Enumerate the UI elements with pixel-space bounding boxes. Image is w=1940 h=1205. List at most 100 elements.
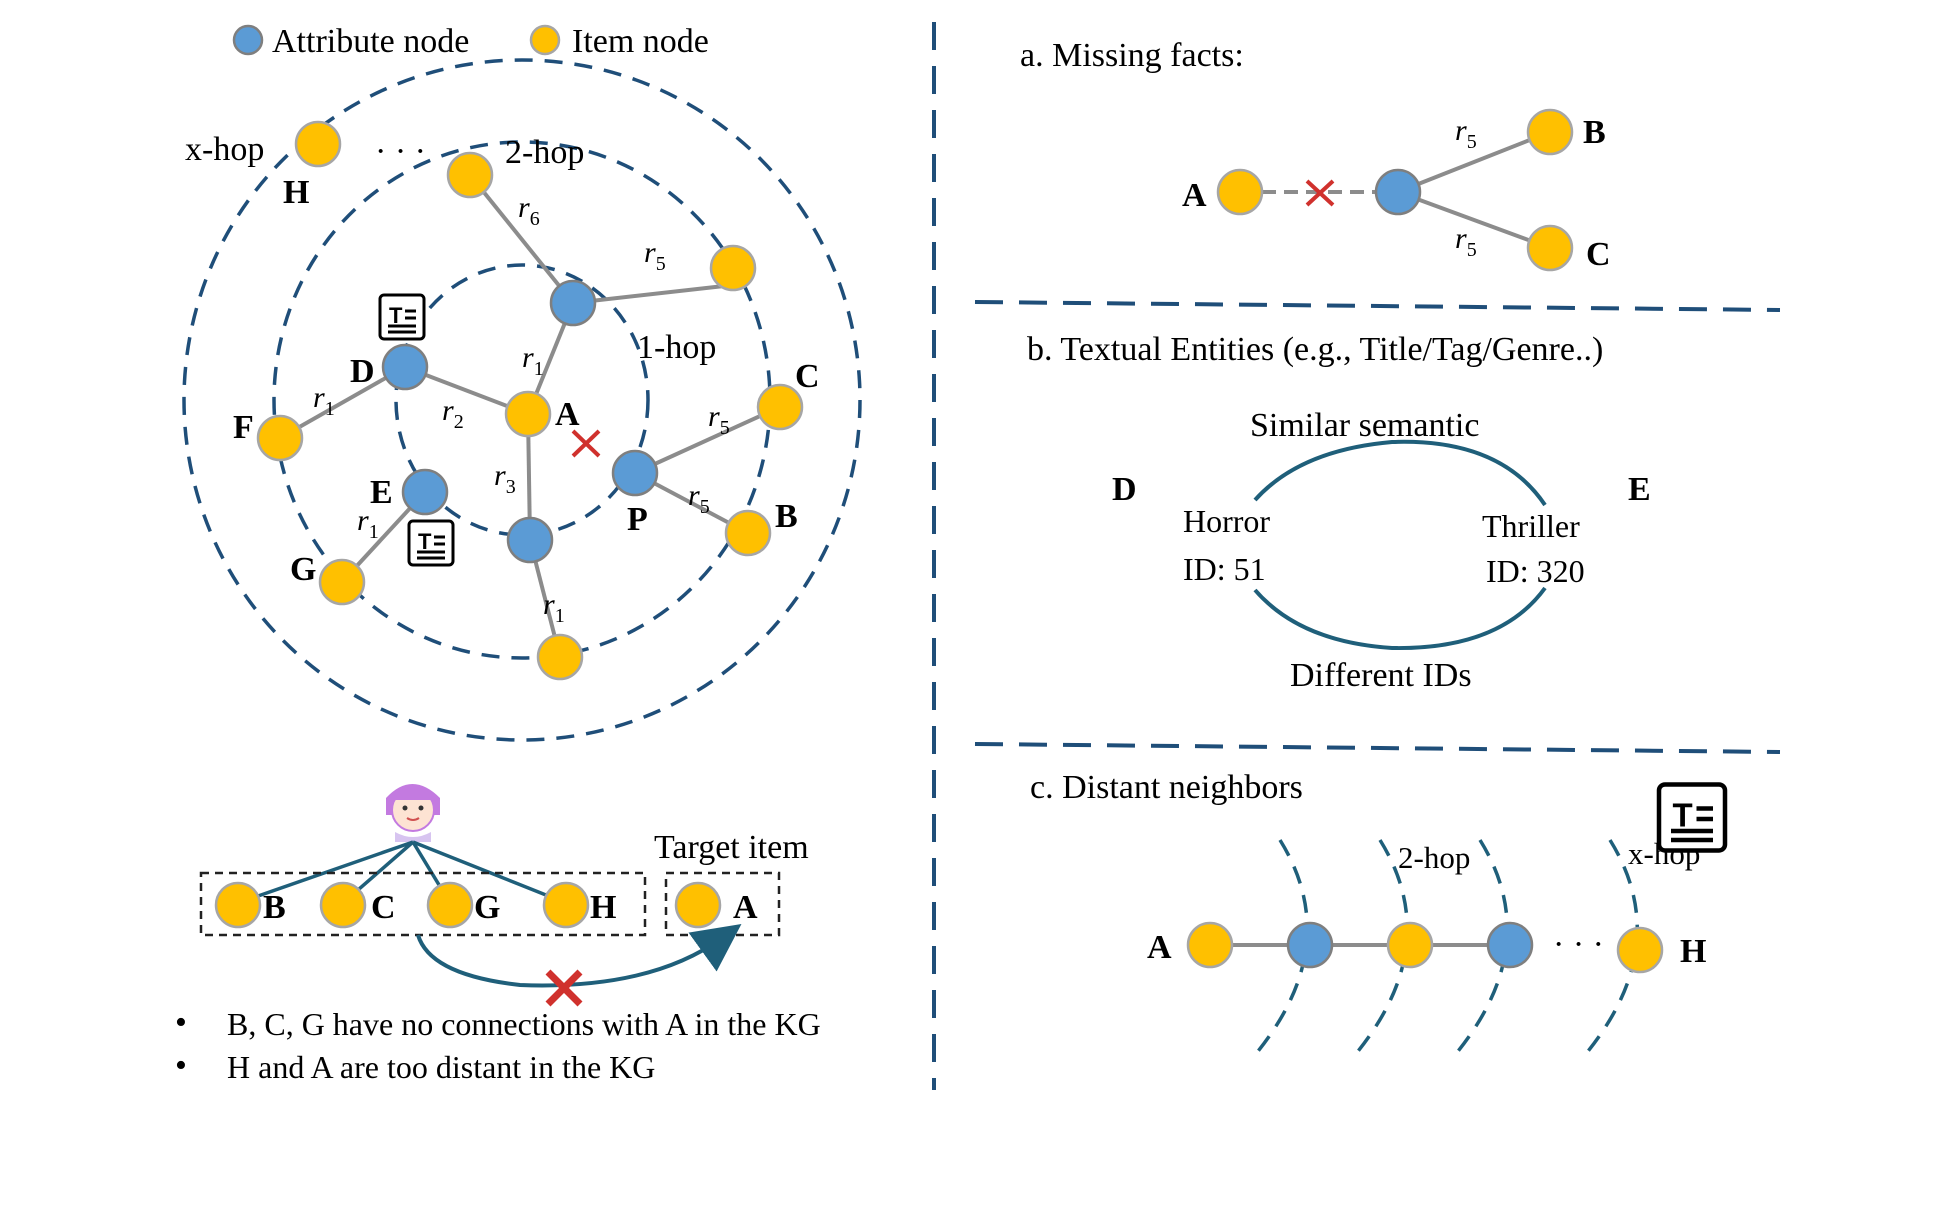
entity-e-genre: Thriller <box>1482 508 1580 544</box>
text-document-icon <box>407 519 455 567</box>
user-avatar-icon <box>386 784 440 842</box>
node-label-e: E <box>370 474 393 511</box>
relation-label: r1 <box>522 341 544 380</box>
bullet-icon: • <box>175 1047 187 1084</box>
panel-c-ellipsis: · · · <box>1553 926 1604 963</box>
hop-label-x: x-hop <box>185 131 264 168</box>
edge-r1-f <box>279 365 406 440</box>
panel-distant-neighbors: c. Distant neighbors · · · A H 2-hop x-h… <box>1030 769 1706 1057</box>
interaction-group-box <box>199 871 647 937</box>
panel-c-node-a <box>1186 921 1234 969</box>
x-hop-ring <box>182 58 862 742</box>
user-history: B C G H A Target item • B, C, G have no … <box>175 784 821 1085</box>
relation-label: r2 <box>442 394 464 433</box>
similar-semantic-caption: Similar semantic <box>1250 407 1479 444</box>
ellipsis: · · · <box>375 133 426 170</box>
relation-label: r1 <box>357 504 379 543</box>
entity-e-name: E <box>1628 471 1651 508</box>
horizontal-divider <box>974 300 1781 312</box>
node-e <box>401 468 449 516</box>
panel-b-title: b. Textual Entities (e.g., Title/Tag/Gen… <box>1027 331 1603 368</box>
legend: Attribute node Item node <box>232 23 709 60</box>
node-label-a: A <box>555 396 580 433</box>
panel-c-title: c. Distant neighbors <box>1030 769 1303 806</box>
panel-c-attr-node <box>1486 921 1534 969</box>
legend-attribute-icon <box>232 24 264 56</box>
panel-c-label-h: H <box>1680 933 1706 970</box>
group-label-c: C <box>371 889 396 926</box>
user-link <box>237 840 414 905</box>
failed-link-arrow <box>416 923 742 988</box>
relation-label: r5 <box>1455 114 1477 153</box>
different-ids-arc <box>1253 586 1547 651</box>
target-label-a: A <box>733 889 758 926</box>
panel-c-hop-x: x-hop <box>1628 836 1700 871</box>
panel-c-node-h <box>1616 926 1664 974</box>
group-node-c <box>319 881 367 929</box>
target-node-a <box>674 881 722 929</box>
relation-label: r1 <box>543 588 565 627</box>
group-label-b: B <box>263 889 286 926</box>
left-graph: x-hop 2-hop 1-hop · · · H D F A C E P B … <box>182 58 862 742</box>
panel-a-attr-node <box>1374 168 1422 216</box>
panel-a-node-b <box>1526 108 1574 156</box>
panel-a-node-a <box>1216 168 1264 216</box>
node-b <box>724 509 772 557</box>
edge-r5 <box>1397 130 1551 194</box>
bullet-icon: • <box>175 1004 187 1041</box>
different-ids-caption: Different IDs <box>1290 657 1472 694</box>
panel-a-label-b: B <box>1583 114 1606 151</box>
panel-c-item-node <box>1386 921 1434 969</box>
relation-label: r5 <box>708 400 730 439</box>
node-label-d: D <box>350 353 375 390</box>
legend-item-icon <box>529 24 561 56</box>
bullet-text: H and A are too distant in the KG <box>227 1049 655 1085</box>
edge-r6 <box>468 173 575 305</box>
group-node-h <box>542 881 590 929</box>
panel-a-title: a. Missing facts: <box>1020 37 1244 74</box>
legend-item-label: Item node <box>572 23 709 60</box>
1-hop-ring <box>394 263 650 537</box>
node-label-h: H <box>283 174 309 211</box>
node-f <box>256 414 304 462</box>
node-g <box>318 558 366 606</box>
node-c <box>756 383 804 431</box>
panel-c-hop-2: 2-hop <box>1398 840 1470 875</box>
node-label-f: F <box>233 409 254 446</box>
panel-a-label-c: C <box>1586 236 1611 273</box>
relation-label: r5 <box>1455 222 1477 261</box>
group-label-g: G <box>474 889 500 926</box>
bullet-text: B, C, G have no connections with A in th… <box>227 1006 821 1042</box>
node-label-p: P <box>627 501 648 538</box>
relation-label: r6 <box>518 191 540 230</box>
node-p <box>611 449 659 497</box>
relation-label: r5 <box>688 479 710 518</box>
relation-label: r3 <box>494 459 516 498</box>
node-r5-top <box>709 244 757 292</box>
legend-attribute-label: Attribute node <box>272 23 469 60</box>
entity-d-id: ID: 51 <box>1183 551 1266 587</box>
node-d <box>381 343 429 391</box>
group-node-b <box>214 881 262 929</box>
node-2hop-top <box>446 151 494 199</box>
hop-label-1: 1-hop <box>637 329 716 366</box>
relation-label: r5 <box>644 236 666 275</box>
node-attr-top <box>549 279 597 327</box>
edge-r5-top <box>572 283 734 305</box>
node-attr-bottom <box>506 516 554 564</box>
node-h <box>294 120 342 168</box>
panel-a-label-a: A <box>1182 177 1207 214</box>
text-document-icon <box>378 293 426 341</box>
edge-r5-c <box>634 405 781 475</box>
edge-r5 <box>1397 190 1551 250</box>
relation-label: r1 <box>313 381 335 420</box>
panel-c-attr-node <box>1286 921 1334 969</box>
node-a <box>504 390 552 438</box>
similar-semantic-arc <box>1253 439 1547 507</box>
hop-label-2: 2-hop <box>505 134 584 171</box>
node-label-g: G <box>290 551 316 588</box>
panel-a-node-c <box>1526 224 1574 272</box>
target-item-title: Target item <box>654 829 809 866</box>
group-node-g <box>426 881 474 929</box>
